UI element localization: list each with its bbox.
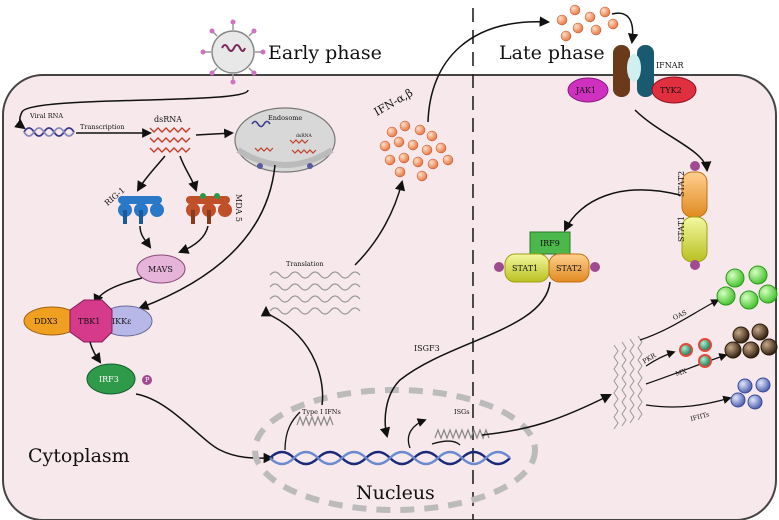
endosome-dsrna-label: dsRNA <box>296 133 313 139</box>
irf9 <box>529 231 571 255</box>
stat2-complex <box>548 253 590 283</box>
mda5-label: MDA 5 <box>234 194 243 222</box>
isgf3-label: ISGF3 <box>414 344 440 353</box>
transcription-label: Transcription <box>80 123 125 131</box>
ikke-label: IKKε <box>112 317 131 326</box>
nucleus <box>252 387 538 513</box>
mavs-label: MAVS <box>148 265 173 274</box>
ifn-cluster-extracellular <box>556 4 619 42</box>
dsrna-icon <box>149 127 191 153</box>
dna-icon <box>269 450 511 466</box>
dsrna-label: dsRNA <box>154 115 182 124</box>
type1-ifn-mrna-icon <box>296 415 334 427</box>
mx-label: MX <box>674 367 688 378</box>
isgs-label: ISGs <box>454 408 470 416</box>
stat2-vertical-label: STAT2 <box>677 171 686 197</box>
endosome-label: Endosome <box>268 114 302 122</box>
tbk1 <box>69 299 113 343</box>
stat1-vertical-label: STAT1 <box>677 216 686 242</box>
virus-icon <box>200 19 266 85</box>
ifnar-receptor <box>613 45 654 97</box>
jak1-label: JAK1 <box>575 86 596 95</box>
tyk2 <box>651 76 697 104</box>
endosome <box>234 107 336 173</box>
rig1-icon <box>118 196 164 224</box>
translation-label: Translation <box>286 260 324 268</box>
pkr-proteins <box>679 338 712 368</box>
ifn-cluster-intracellular <box>379 120 454 182</box>
irf3-label: IRF3 <box>99 375 119 384</box>
mx-proteins <box>724 323 778 359</box>
tbk1-label: TBK1 <box>78 317 100 326</box>
jak1 <box>567 77 609 103</box>
mda5-icon <box>186 193 232 224</box>
cytoplasm-label: Cytoplasm <box>28 445 130 467</box>
early-phase-label: Early phase <box>268 42 382 64</box>
stat2-label: STAT2 <box>556 264 582 273</box>
ifnar-label: IFNAR <box>656 61 684 70</box>
stat1-label: STAT1 <box>512 264 538 273</box>
type1-ifns-label: Type I IFNs <box>302 408 341 416</box>
viral-rna-icon <box>23 127 75 137</box>
phospho-icon <box>142 375 152 385</box>
late-phase-label: Late phase <box>499 42 605 64</box>
nucleus-label: Nucleus <box>356 482 435 504</box>
translation-mrna-icon <box>269 271 361 315</box>
irf3 <box>86 363 136 395</box>
viral-rna-label: Viral RNA <box>29 112 63 120</box>
oas-proteins <box>716 265 778 310</box>
isgs-mrna-icon <box>434 428 490 440</box>
isg-mrna-bundle-icon <box>613 335 643 430</box>
ddx3-label: DDX3 <box>34 317 58 326</box>
irf9-label: IRF9 <box>540 239 560 248</box>
tyk2-label: TYK2 <box>660 86 682 95</box>
phospho-label: P <box>145 376 150 384</box>
mavs <box>136 254 186 284</box>
ifits-proteins <box>730 377 771 410</box>
